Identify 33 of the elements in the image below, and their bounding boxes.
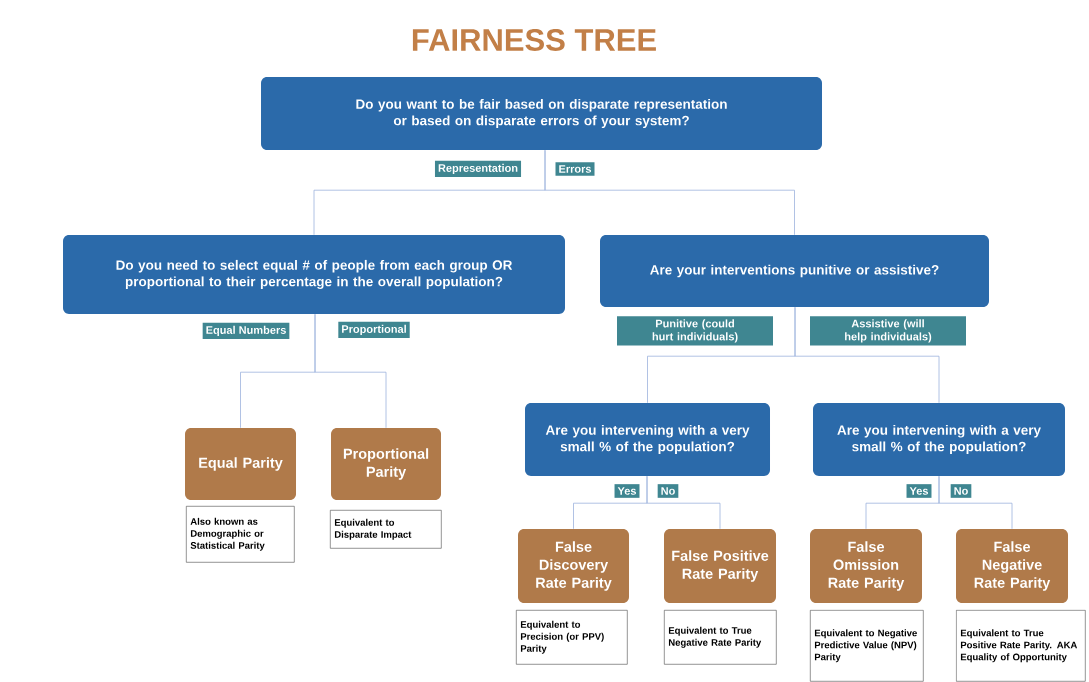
result-box: Equal Parity bbox=[185, 428, 296, 500]
edge-label: No bbox=[657, 484, 679, 498]
edge-label: Yes bbox=[906, 484, 932, 498]
edge-label: Punitive (could hurt individuals) bbox=[617, 316, 773, 346]
note-box: Equivalent to True Positive Rate Parity. AKA Equality of Opportunity bbox=[956, 610, 1086, 682]
result-box: Proportional Parity bbox=[331, 428, 441, 500]
edge-label: Equal Numbers bbox=[202, 322, 290, 340]
connector-line bbox=[938, 475, 1013, 530]
question-box: Are your interventions punitive or assistive? bbox=[600, 235, 989, 307]
note-box: Equivalent to Precision (or PPV) Parity bbox=[516, 610, 628, 665]
edge-label: No bbox=[950, 484, 972, 498]
connector-line bbox=[544, 149, 795, 236]
connector-line bbox=[646, 475, 721, 530]
result-box: False Negative Rate Parity bbox=[956, 529, 1068, 603]
edge-label: Yes bbox=[614, 484, 640, 498]
edge-label: Proportional bbox=[338, 321, 410, 339]
result-box: False Discovery Rate Parity bbox=[518, 529, 629, 603]
edge-label: Representation bbox=[434, 160, 522, 178]
connector-line bbox=[314, 313, 387, 429]
result-box: False Positive Rate Parity bbox=[664, 529, 776, 603]
question-box: Do you need to select equal # of people from each group OR proportional to their percentage in the overall population? bbox=[63, 235, 565, 314]
note-box: Also known as Demographic or Statistical Parity bbox=[186, 506, 295, 563]
note-box: Equivalent to Disparate Impact bbox=[330, 510, 442, 549]
connector-line bbox=[794, 306, 940, 404]
edge-label: Errors bbox=[555, 162, 595, 176]
question-box: Do you want to be fair based on disparate representation or based on disparate errors of your system? bbox=[261, 77, 822, 150]
result-box: False Omission Rate Parity bbox=[810, 529, 922, 603]
title: FAIRNESS TREE bbox=[412, 29, 656, 51]
question-box: Are you intervening with a very small % of the population? bbox=[813, 403, 1065, 476]
note-box: Equivalent to True Negative Rate Parity bbox=[664, 610, 777, 665]
note-box: Equivalent to Negative Predictive Value (NPV) Parity bbox=[810, 610, 924, 682]
question-box: Are you intervening with a very small % of the population? bbox=[525, 403, 770, 476]
edge-label: Assistive (will help individuals) bbox=[810, 316, 966, 346]
